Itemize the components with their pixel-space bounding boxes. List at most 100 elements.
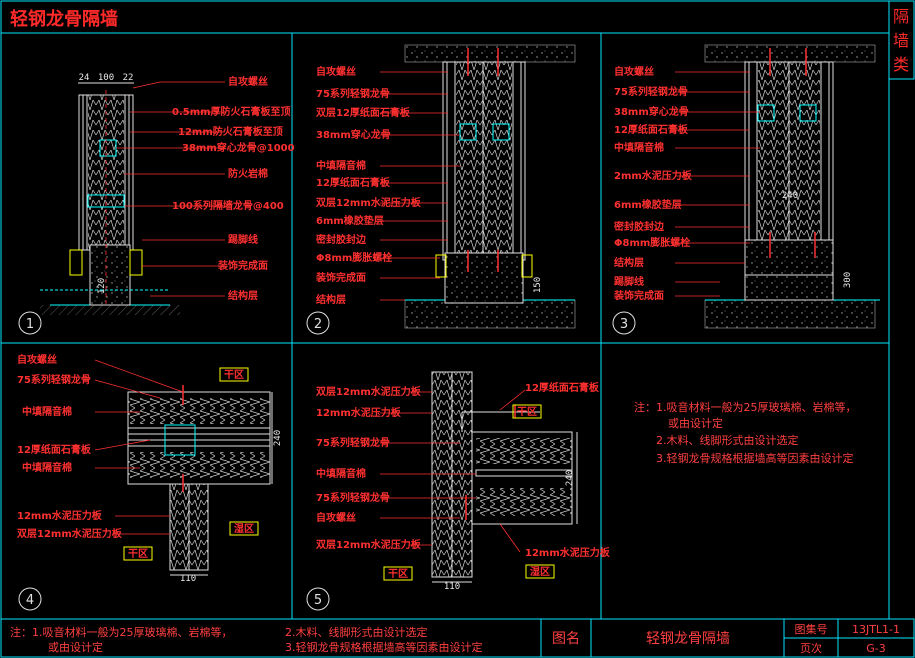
detail-4-number: 4	[26, 593, 34, 608]
note-line-1: 注：1.吸音材料一般为25厚玻璃棉、岩棉等，	[634, 400, 857, 414]
dimension-text: 120	[97, 278, 107, 294]
detail-4-label: 中填隔音棉	[22, 461, 72, 474]
detail-2-label: 自攻螺丝	[316, 65, 356, 78]
detail-3-label: 12厚纸面石膏板	[614, 123, 689, 136]
detail-4-label: 中填隔音棉	[22, 405, 72, 418]
detail-2-label: 6mm橡胶垫层	[316, 214, 384, 227]
zone-tag-box	[229, 521, 259, 536]
detail-5-label: 12mm水泥压力板	[525, 546, 611, 559]
dimension-text: 240	[782, 191, 798, 201]
figure-name: 轻钢龙骨隔墙	[646, 631, 730, 647]
zone-tag-box	[123, 546, 153, 561]
detail-5-label: 双层12mm水泥压力板	[316, 385, 422, 398]
detail-3-label: 38mm穿心龙骨	[614, 105, 689, 118]
detail-3-label: 自攻螺丝	[614, 65, 654, 78]
detail-2-label: 双层12厚纸面石膏板	[316, 106, 411, 119]
detail-4: 自攻螺丝75系列轻钢龙骨中填隔音棉12厚纸面石膏板中填隔音棉12mm水泥压力板双…	[17, 353, 283, 611]
detail-3-label: 结构层	[614, 256, 644, 269]
page-title: 轻钢龙骨隔墙	[10, 8, 118, 30]
dimension-text: 110	[444, 582, 460, 592]
dimension-text: 110	[180, 574, 196, 584]
detail-5-label: 75系列轻钢龙骨	[316, 491, 390, 504]
detail-1-label: 自攻螺丝	[228, 75, 268, 88]
title-block	[0, 618, 915, 658]
zone-tag-box	[512, 404, 542, 419]
dimension-text: 240	[565, 470, 575, 486]
detail-2-label: 38mm穿心龙骨	[316, 128, 391, 141]
zone-tag-box	[525, 564, 555, 579]
detail-2-label: 双层12mm水泥压力板	[316, 196, 422, 209]
note-line-2: 2.木料、线脚形式由设计选定	[656, 433, 799, 447]
detail-3-label: 中填隔音棉	[614, 141, 664, 154]
zone-tag: 干区	[517, 406, 537, 418]
dimension-text: 22	[123, 73, 134, 83]
zone-tag: 干区	[128, 548, 148, 560]
detail-3-label: 踢脚线	[614, 275, 644, 288]
footer-note-3: 3.轻钢龙骨规格根据墙高等因素由设计定	[285, 640, 483, 654]
detail-3-number: 3	[620, 317, 628, 332]
dimension-text: 24	[79, 73, 90, 83]
figure-name-label: 图名	[552, 631, 580, 647]
detail-3-label: 6mm橡胶垫层	[614, 198, 682, 211]
category-char-2: 墙	[893, 31, 909, 50]
detail-2-label: 装饰完成面	[315, 271, 366, 284]
atlas-label: 图集号	[795, 622, 828, 636]
detail-3-label: 2mm水泥压力板	[614, 169, 693, 182]
detail-5-label: 12厚纸面石膏板	[525, 381, 600, 394]
notes-block: 注：1.吸音材料一般为25厚玻璃棉、岩棉等， 或由设计定 2.木料、线脚形式由设…	[634, 400, 857, 465]
page-value: G-3	[866, 642, 886, 655]
detail-1-label: 防火岩棉	[228, 167, 268, 180]
detail-5-label: 中填隔音棉	[316, 467, 366, 480]
detail-2-label: 12厚纸面石膏板	[316, 176, 391, 189]
zone-tag: 湿区	[530, 565, 550, 578]
detail-5-label: 自攻螺丝	[316, 511, 356, 524]
detail-4-label: 75系列轻钢龙骨	[17, 373, 91, 386]
detail-4-label: 自攻螺丝	[17, 353, 57, 366]
detail-4-label: 双层12mm水泥压力板	[17, 527, 123, 540]
detail-5-label: 12mm水泥压力板	[316, 406, 402, 419]
detail-4-label: 12mm水泥压力板	[17, 509, 103, 522]
zone-tag-box	[383, 566, 413, 581]
detail-4-label: 12厚纸面石膏板	[17, 443, 92, 456]
atlas-value: 13JTL1-1	[852, 623, 900, 636]
detail-5-number: 5	[314, 593, 322, 608]
zone-tag: 干区	[224, 369, 244, 381]
detail-1-label: 100系列隔墙龙骨@400	[172, 199, 284, 212]
detail-2-label: 结构层	[316, 293, 346, 306]
dimension-text: 240	[273, 430, 283, 446]
detail-1: 自攻螺丝 0.5mm厚防火石膏板至顶 12mm防火石膏板至顶 38mm穿心龙骨@100…	[18, 73, 295, 335]
detail-1-label: 38mm穿心龙骨@1000	[182, 141, 295, 154]
detail-3-label: 装饰完成面	[613, 289, 664, 302]
dimension-text: 300	[843, 272, 853, 288]
detail-1-label: 0.5mm厚防火石膏板至顶	[172, 105, 291, 118]
detail-5-label: 双层12mm水泥压力板	[316, 538, 422, 551]
category-char-3: 类	[893, 55, 909, 74]
category-char-1: 隔	[893, 7, 909, 26]
note-line-3: 3.轻钢龙骨规格根据墙高等因素由设计定	[656, 451, 854, 465]
detail-2-label: 75系列轻钢龙骨	[316, 87, 390, 100]
detail-2-label: 密封胶封边	[316, 233, 367, 246]
zone-tag: 湿区	[234, 522, 254, 535]
detail-1-label: 12mm防火石膏板至顶	[178, 125, 283, 138]
footer-note-2: 2.木料、线脚形式由设计选定	[285, 625, 428, 639]
detail-1-label: 踢脚线	[228, 233, 258, 246]
detail-1-number: 1	[26, 317, 34, 332]
detail-3-label: 密封胶封边	[614, 220, 665, 233]
detail-3-label: 75系列轻钢龙骨	[614, 85, 688, 98]
detail-5-label: 75系列轻钢龙骨	[316, 436, 390, 449]
detail-1-label: 结构层	[228, 289, 258, 302]
note-line-1b: 或由设计定	[668, 416, 723, 430]
dimension-text: 150	[533, 277, 543, 293]
dimension-text: 100	[98, 73, 114, 83]
detail-2: 自攻螺丝75系列轻钢龙骨双层12厚纸面石膏板38mm穿心龙骨中填隔音棉12厚纸面…	[306, 44, 576, 335]
detail-3-label: Φ8mm膨胀螺栓	[614, 236, 690, 249]
detail-2-label: Φ8mm膨胀螺栓	[316, 251, 392, 264]
zone-tag-box	[219, 367, 249, 382]
category-tab: 隔 墙 类	[893, 7, 909, 74]
page-label: 页次	[800, 641, 822, 655]
zone-tag: 干区	[388, 568, 408, 580]
detail-2-number: 2	[314, 317, 322, 332]
